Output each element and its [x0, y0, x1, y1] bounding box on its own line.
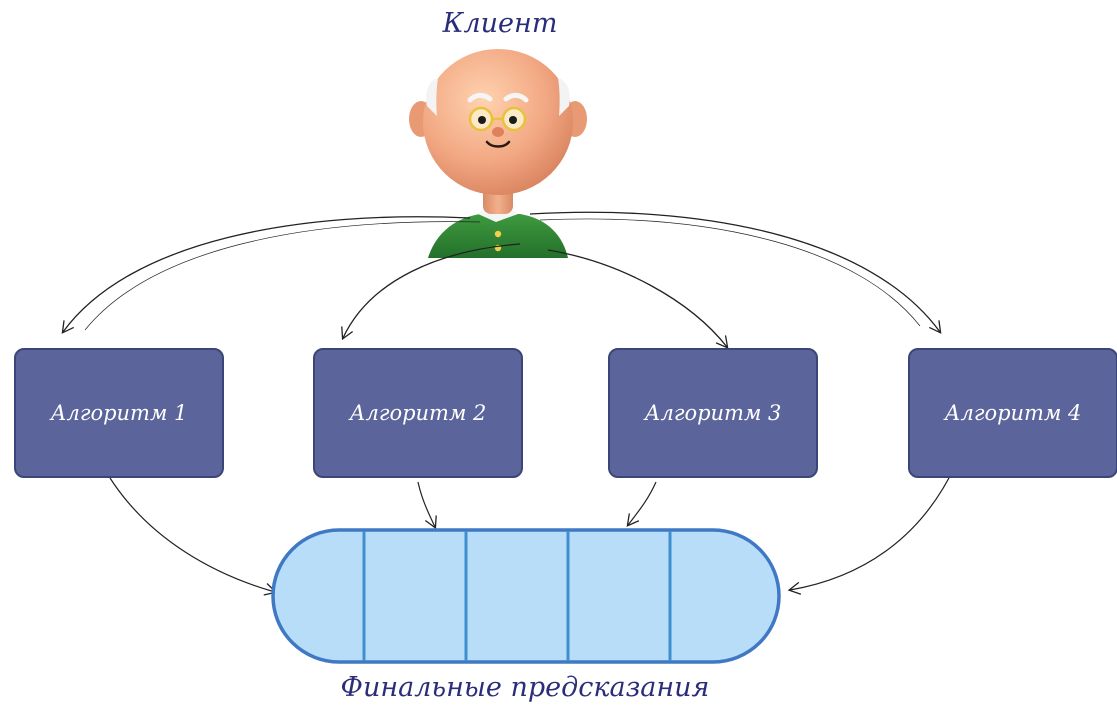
algorithm-box-1: Алгоритм 1: [14, 348, 224, 478]
arrow-algo-1-to-final: [109, 477, 278, 596]
final-predictions-capsule: [271, 528, 781, 664]
client-to-algorithms-arrows: [61, 211, 942, 349]
final-predictions-label: Финальные предсказания: [340, 672, 710, 703]
algorithm-label-4: Алгоритм 4: [944, 401, 1082, 425]
client-avatar-icon: [409, 49, 587, 258]
algorithm-label-1: Алгоритм 1: [50, 401, 188, 425]
arrow-client-to-algo-1: [61, 216, 471, 334]
arrow-algo-4-to-final: [787, 465, 956, 595]
arrow-algo-3-to-final: [626, 481, 657, 527]
algorithm-box-3: Алгоритм 3: [608, 348, 818, 478]
arrow-client-to-algo-3: [547, 249, 729, 349]
algorithm-label-2: Алгоритм 2: [349, 401, 487, 425]
algorithm-box-2: Алгоритм 2: [313, 348, 523, 478]
arrow-algo-2-to-final: [417, 481, 437, 530]
algorithm-label-3: Алгоритм 3: [644, 401, 782, 425]
client-label: Клиент: [442, 8, 558, 39]
arrow-client-to-algo-4: [529, 211, 942, 334]
algorithms-to-final-arrows: [109, 465, 956, 596]
algorithm-box-4: Алгоритм 4: [908, 348, 1117, 478]
arrow-client-to-algo-2: [341, 243, 521, 341]
